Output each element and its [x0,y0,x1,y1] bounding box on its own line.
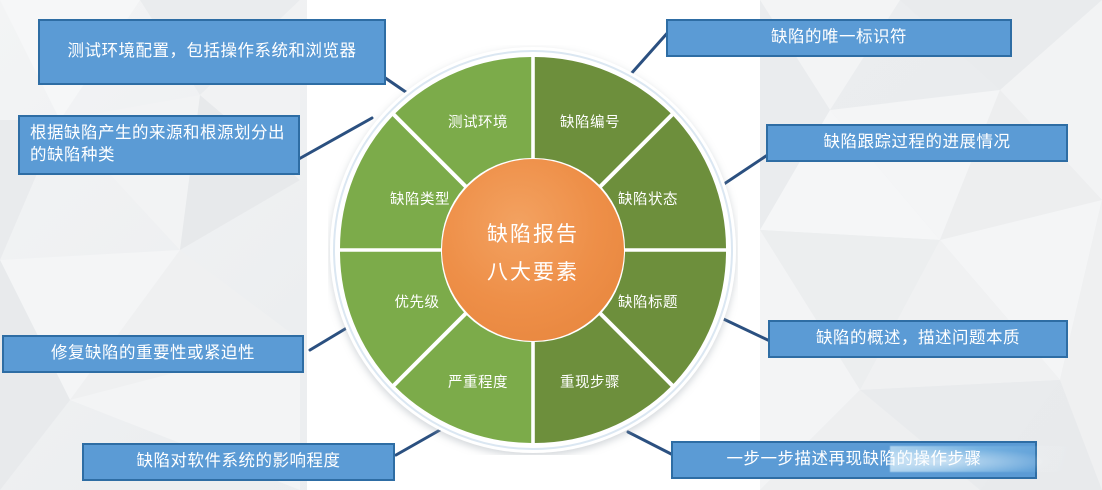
segment-severity[interactable] [395,315,532,443]
segment-label-repro-steps: 重现步骤 [560,374,620,391]
segment-repro-steps[interactable] [534,315,671,443]
segment-label-priority: 优先级 [395,294,440,311]
segment-defect-id[interactable] [534,57,671,185]
segment-label-defect-id: 缺陷编号 [560,114,620,131]
callout-defect-id[interactable]: 缺陷的唯一标识符 [666,19,1012,57]
callout-priority[interactable]: 修复缺陷的重要性或紧迫性 [2,335,304,373]
segment-label-defect-title: 缺陷标题 [618,294,678,311]
wheel-hub[interactable] [442,159,624,341]
segment-defect-title[interactable] [602,251,726,384]
callout-defect-title[interactable]: 缺陷的概述，描述问题本质 [768,320,1068,358]
hub-label-line1: 缺陷报告 [487,223,579,246]
callout-defect-status[interactable]: 缺陷跟踪过程的进展情况 [766,124,1068,162]
callout-defect-type[interactable]: 根据缺陷产生的来源和根源划分出的缺陷种类 [18,115,300,175]
segment-label-defect-type: 缺陷类型 [390,191,450,208]
defect-report-wheel: 缺陷编号 缺陷状态 缺陷标题 重现步骤 严重程度 优先级 缺陷类型 测试环境 缺… [328,45,738,455]
wheel-outer-ring [333,50,733,450]
callout-repro-steps[interactable]: 一步一步描述再现缺陷的操作步骤 [671,441,1037,479]
hub-label-line2: 八大要素 [487,261,579,284]
callout-test-environment[interactable]: 测试环境配置，包括操作系统和浏览器 [38,19,386,85]
callout-severity[interactable]: 缺陷对软件系统的影响程度 [82,443,395,481]
segment-defect-type[interactable] [340,116,464,249]
segment-label-defect-status: 缺陷状态 [618,191,678,208]
segment-label-test-environment: 测试环境 [448,113,508,131]
segment-priority[interactable] [340,251,464,384]
segment-test-environment[interactable] [395,57,532,185]
segment-defect-status[interactable] [602,116,726,249]
wheel-segments [340,57,726,443]
segment-label-severity: 严重程度 [448,374,508,391]
